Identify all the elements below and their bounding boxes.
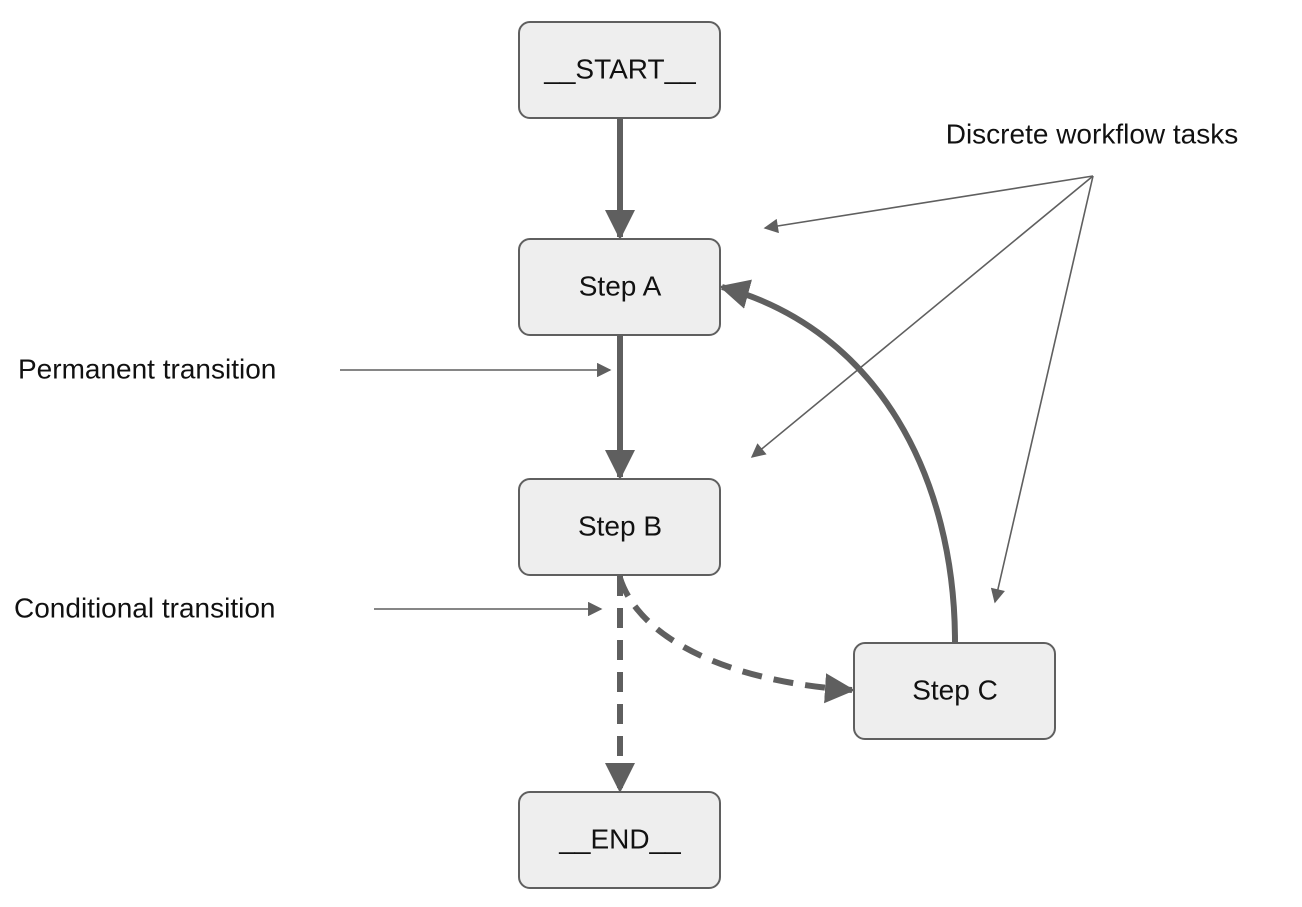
node-step-c-label: Step C — [912, 674, 998, 705]
annotation-permanent-transition: Permanent transition — [18, 353, 276, 384]
annotation-discrete-tasks: Discrete workflow tasks — [946, 118, 1239, 149]
node-end: __END__ — [518, 791, 721, 889]
pointer-to-step-b — [750, 175, 1094, 458]
node-start: __START__ — [518, 21, 721, 119]
node-step-b-label: Step B — [578, 510, 662, 541]
node-step-c: Step C — [853, 642, 1056, 740]
edge-step-b-to-step-c — [617, 577, 855, 704]
annotation-conditional-transition: Conditional transition — [14, 592, 276, 623]
node-start-label: __START__ — [543, 53, 696, 84]
edge-step-c-to-step-a — [719, 279, 958, 643]
node-step-b: Step B — [518, 478, 721, 576]
node-step-a-label: Step A — [579, 270, 662, 301]
pointer-to-step-c — [990, 175, 1094, 604]
pointer-to-step-a — [763, 175, 1094, 234]
node-step-a: Step A — [518, 238, 721, 336]
node-end-label: __END__ — [558, 823, 681, 854]
